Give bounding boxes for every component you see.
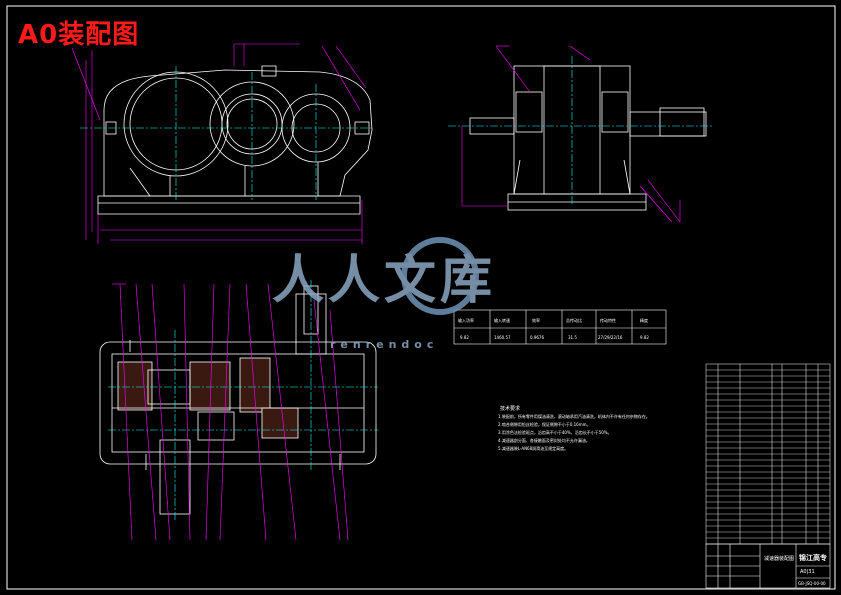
tech-header-cell: 精度 [640,317,648,323]
technical-notes: 技术要求 1.装配前，所有零件用煤油清洗，滚动轴承用汽油清洗，机体内不许有任何杂… [498,405,650,451]
watermark: 人人文库 renrendoc [272,237,496,351]
tech-header-cell: 输入功率 [458,317,474,323]
tech-header-cell: 输入转速 [494,317,510,323]
side-view-dimensions [461,45,681,223]
tech-table-header-row: 输入功率 输入转速 效率 总传动比 传动特性 精度 [458,317,648,323]
watermark-brand-en: renrendoc [330,338,438,351]
notes-title: 技术要求 [500,405,520,412]
title-block [705,543,831,589]
drawing-border [6,5,836,590]
front-view-dimensions [71,43,367,244]
notes-line: 3.用涂色法检验斑点，沿齿高不小于40%，沿齿长不小于50%。 [498,429,612,435]
tech-header-cell: 效率 [532,317,540,323]
title-block-drawing-name: 减速器装配图 [764,555,794,562]
title-block-school: 锦江高专 [799,553,827,562]
notes-line: 1.装配前，所有零件用煤油清洗，滚动轴承用汽油清洗，机体内不许有任何杂物存在。 [498,413,650,419]
tech-value-cell: 0.9676 [530,335,544,340]
tech-value-cell: 27/29/22/16 [598,335,623,340]
plan-view-leaders [112,283,349,541]
side-view [469,65,707,211]
plan-view [99,285,377,515]
notes-line: 2.啮合侧隙用铅丝检验，保证侧隙不小于0.16mm。 [498,421,591,427]
title-block-drawing-number: GB-JSQ-00-00 [798,581,826,586]
plan-view-centerlines [108,280,378,520]
drawing-title: A0装配图 [14,14,144,51]
watermark-logo-ring [401,237,479,315]
tech-table-value-row: 9.82 1460.57 0.9676 31.5 27/29/22/16 9.8… [460,335,649,340]
notes-line: 4.减速器剖分面、各接触面及密封处均不允许漏油。 [498,437,590,443]
tech-spec-table [453,309,667,345]
title-block-scale: A0|31 [800,569,815,575]
tech-header-cell: 总传动比 [566,317,582,323]
tech-header-cell: 传动特性 [600,317,616,323]
notes-line: 5.减速器装L-AN68润滑油至规定高度。 [498,445,568,451]
side-view-centerlines [448,56,714,206]
front-view-centerlines [80,66,372,200]
tech-value-cell: 1460.57 [494,335,511,340]
front-view [97,65,373,215]
tech-value-cell: 31.5 [568,335,577,340]
tech-value-cell: 9.82 [640,335,649,340]
tech-value-cell: 9.82 [460,335,469,340]
watermark-brand-cn: 人人文库 [272,251,496,311]
parts-list-rows [706,369,830,539]
